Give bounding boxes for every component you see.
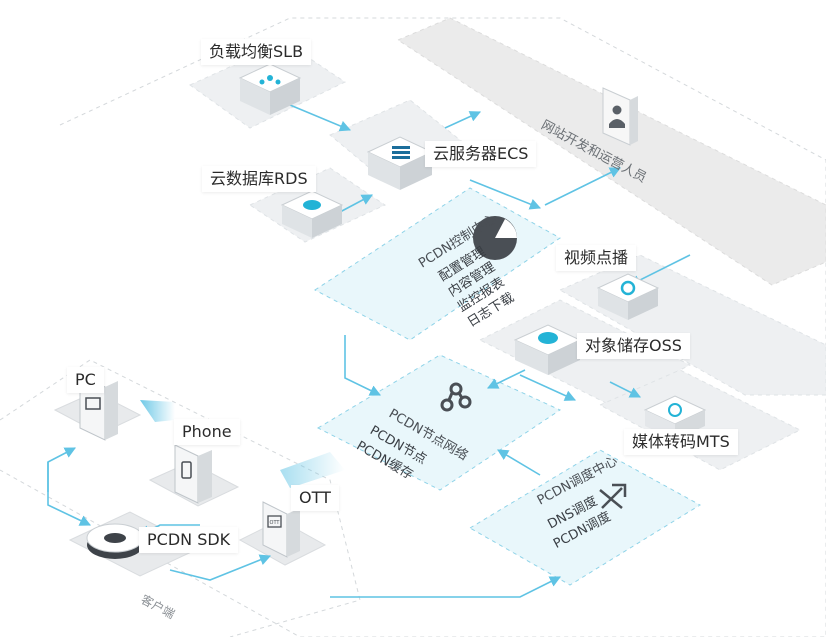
ops-band bbox=[396, 17, 826, 286]
smartphone-icon bbox=[181, 461, 192, 479]
ott-label: OTT bbox=[291, 485, 339, 511]
phone-device bbox=[174, 444, 212, 504]
pie-chart-icon bbox=[473, 216, 517, 260]
phone-label: Phone bbox=[174, 419, 240, 445]
ott-device: OTT bbox=[262, 501, 300, 558]
ecs-label: 云服务器ECS bbox=[425, 141, 537, 167]
cloud-storage-icon bbox=[538, 332, 558, 344]
sdk-label: PCDN SDK bbox=[139, 527, 239, 553]
vod-box bbox=[596, 273, 660, 320]
transcode-icon bbox=[668, 403, 682, 417]
scheduling-panel bbox=[469, 449, 701, 586]
cloud-db-icon bbox=[303, 200, 321, 210]
vod-label: 视频点播 bbox=[556, 245, 637, 271]
oss-label: 对象储存OSS bbox=[577, 333, 690, 359]
share-node-icon bbox=[259, 75, 281, 85]
ott-screen-icon bbox=[267, 515, 282, 528]
rds-label: 云数据库RDS bbox=[202, 166, 316, 192]
phone-beam bbox=[140, 400, 175, 422]
client-area-label: 客户端 bbox=[139, 591, 178, 621]
ops-card bbox=[602, 87, 638, 146]
mts-label: 媒体转码MTS bbox=[624, 429, 738, 455]
ott-beam bbox=[280, 452, 345, 488]
video-link-icon bbox=[620, 280, 636, 296]
server-stack-icon bbox=[392, 146, 410, 159]
route-icon bbox=[599, 483, 627, 509]
person-icon bbox=[609, 105, 625, 128]
ecs-box bbox=[366, 136, 434, 190]
slb-box bbox=[238, 63, 302, 115]
client-area-boundary bbox=[0, 359, 361, 638]
monitor-icon bbox=[85, 397, 101, 410]
sdk-disc bbox=[86, 523, 144, 559]
rds-box bbox=[280, 190, 344, 238]
ott-screen-label: OTT bbox=[270, 520, 281, 526]
pc-label: PC bbox=[67, 367, 104, 393]
node-network-panel bbox=[316, 354, 562, 491]
sdk-icon bbox=[104, 533, 126, 543]
node-network-icon bbox=[440, 382, 472, 412]
oss-box bbox=[513, 324, 582, 375]
slb-label: 负载均衡SLB bbox=[201, 39, 312, 65]
